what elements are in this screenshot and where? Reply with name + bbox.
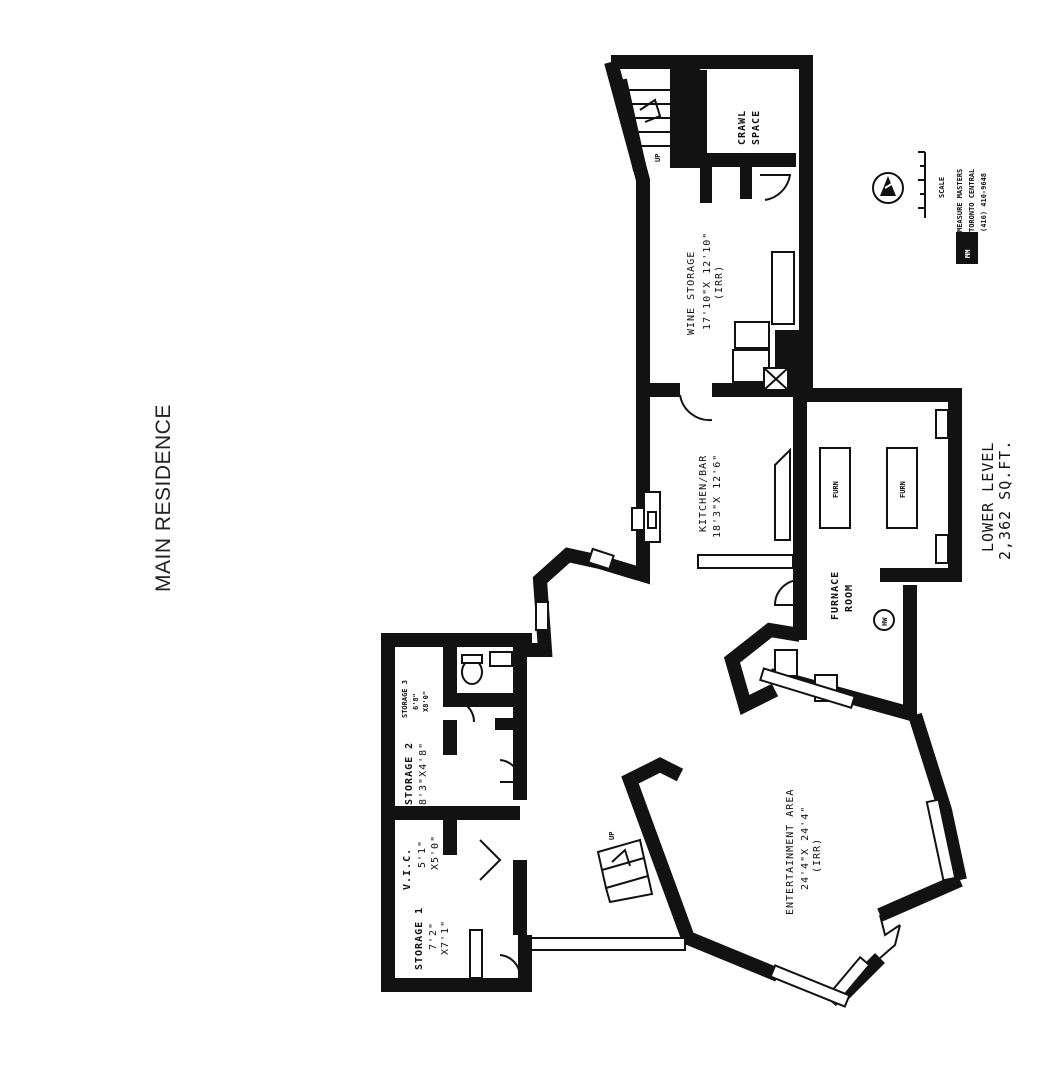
furnace-window-2 bbox=[935, 534, 949, 564]
bay-window-2 bbox=[535, 601, 549, 631]
svg-text:7'2": 7'2" bbox=[428, 922, 439, 950]
svg-text:V.I.C.: V.I.C. bbox=[402, 848, 413, 890]
svg-text:WINE STORAGE: WINE STORAGE bbox=[686, 251, 697, 335]
storage1-door bbox=[499, 954, 521, 976]
svg-text:6'8": 6'8" bbox=[412, 693, 420, 710]
lower-window-wall bbox=[524, 937, 686, 951]
scale-bar: SCALE bbox=[918, 151, 946, 218]
level-summary: LOWER LEVEL 2,362 SQ.FT. bbox=[979, 440, 1014, 560]
room-label-storage1: STORAGE 1 7'2" X7'1" bbox=[414, 907, 451, 970]
furnace-unit-1-label: FURN bbox=[832, 481, 840, 498]
entertainment-window-3 bbox=[769, 964, 851, 1008]
wine-storage-walls bbox=[604, 55, 813, 397]
furnace-unit-1 bbox=[819, 447, 851, 529]
bar-counter bbox=[697, 554, 794, 569]
stair-up-label-wine: UP bbox=[654, 154, 662, 162]
svg-text:MM: MM bbox=[964, 250, 972, 258]
svg-text:17'10"X 12'10": 17'10"X 12'10" bbox=[702, 232, 713, 330]
toilet-tank bbox=[461, 654, 483, 664]
svg-text:X8'0": X8'0" bbox=[422, 691, 430, 712]
furnace-unit-2-label: FURN bbox=[899, 481, 907, 498]
entertainment-counter bbox=[759, 667, 856, 710]
legend: SCALE MM MEASURE MASTERS TORONTO CENTRAL… bbox=[872, 151, 988, 264]
bath-sink bbox=[489, 651, 513, 667]
hot-water-tank bbox=[873, 609, 895, 631]
compass-icon bbox=[872, 172, 904, 204]
room-label-furnace-room: FURNACE ROOM bbox=[830, 571, 855, 620]
wine-stair: UP bbox=[628, 89, 670, 162]
room-label-wine-storage: WINE STORAGE 17'10"X 12'10" (IRR) bbox=[686, 232, 725, 335]
patio-doors bbox=[879, 914, 901, 959]
svg-text:STORAGE 1: STORAGE 1 bbox=[414, 907, 425, 970]
wine-fixtures bbox=[679, 251, 795, 422]
company-phone: (416) 410-9648 bbox=[980, 173, 988, 232]
svg-text:STORAGE 2: STORAGE 2 bbox=[404, 742, 415, 805]
svg-text:KITCHEN/BAR: KITCHEN/BAR bbox=[698, 455, 709, 532]
svg-text:X5'0": X5'0" bbox=[430, 835, 441, 870]
kitchen-sink bbox=[647, 511, 657, 529]
company-logo: MM bbox=[956, 232, 978, 264]
entertainment-window-1 bbox=[925, 798, 957, 882]
svg-text:FURNACE: FURNACE bbox=[830, 571, 841, 620]
svg-text:18'3"X 12'6": 18'3"X 12'6" bbox=[712, 454, 723, 538]
room-label-storage2: STORAGE 2 8'3"X4'8" bbox=[404, 742, 429, 805]
svg-text:(IRR): (IRR) bbox=[714, 265, 725, 300]
storage3-door bbox=[451, 699, 475, 723]
scale-label: SCALE bbox=[938, 177, 946, 198]
plan-title: MAIN RESIDENCE bbox=[152, 404, 175, 592]
svg-text:24'4"X 24'4": 24'4"X 24'4" bbox=[800, 806, 811, 890]
svg-text:X7'1": X7'1" bbox=[440, 920, 451, 955]
kitchen-island bbox=[774, 447, 791, 541]
room-label-storage3: STORAGE 3 6'8" X8'0" bbox=[401, 680, 430, 718]
storage2-door bbox=[499, 759, 522, 783]
furnace-door bbox=[773, 579, 801, 606]
vic-door bbox=[479, 839, 502, 881]
stair-up-label-main: UP bbox=[608, 832, 616, 840]
svg-text:ROOM: ROOM bbox=[844, 584, 855, 612]
svg-text:CRAWL: CRAWL bbox=[737, 110, 748, 145]
storage1-shelf bbox=[469, 929, 483, 979]
storage-walls bbox=[381, 633, 532, 992]
main-stair: UP bbox=[596, 832, 654, 904]
level-name: LOWER LEVEL bbox=[979, 442, 997, 552]
room-label-kitchen-bar: KITCHEN/BAR 18'3"X 12'6" bbox=[698, 454, 723, 538]
bay-window-1 bbox=[587, 547, 615, 571]
hot-water-label: HW bbox=[881, 617, 889, 626]
company-name: MEASURE MASTERS bbox=[956, 169, 964, 232]
svg-text:SPACE: SPACE bbox=[751, 110, 762, 145]
room-label-entertainment-area: ENTERTAINMENT AREA 24'4"X 24'4" (IRR) bbox=[785, 789, 823, 915]
crawl-space-door bbox=[760, 174, 792, 201]
level-area: 2,362 SQ.FT. bbox=[996, 440, 1014, 560]
entertainment-walls bbox=[621, 712, 967, 1003]
company-city: TORONTO CENTRAL bbox=[968, 169, 976, 232]
room-label-vic: V.I.C. 5'1" X5'0" bbox=[402, 835, 441, 890]
svg-text:STORAGE 3: STORAGE 3 bbox=[401, 680, 409, 718]
svg-text:ENTERTAINMENT AREA: ENTERTAINMENT AREA bbox=[785, 789, 796, 915]
svg-text:5'1": 5'1" bbox=[417, 840, 428, 868]
furnace-unit-2 bbox=[886, 447, 918, 529]
room-label-crawl-space: CRAWL SPACE bbox=[737, 110, 762, 145]
svg-text:(IRR): (IRR) bbox=[812, 838, 823, 873]
furnace-window-1 bbox=[935, 409, 949, 439]
svg-text:8'3"X4'8": 8'3"X4'8" bbox=[418, 742, 429, 805]
storage-partition bbox=[495, 718, 523, 730]
